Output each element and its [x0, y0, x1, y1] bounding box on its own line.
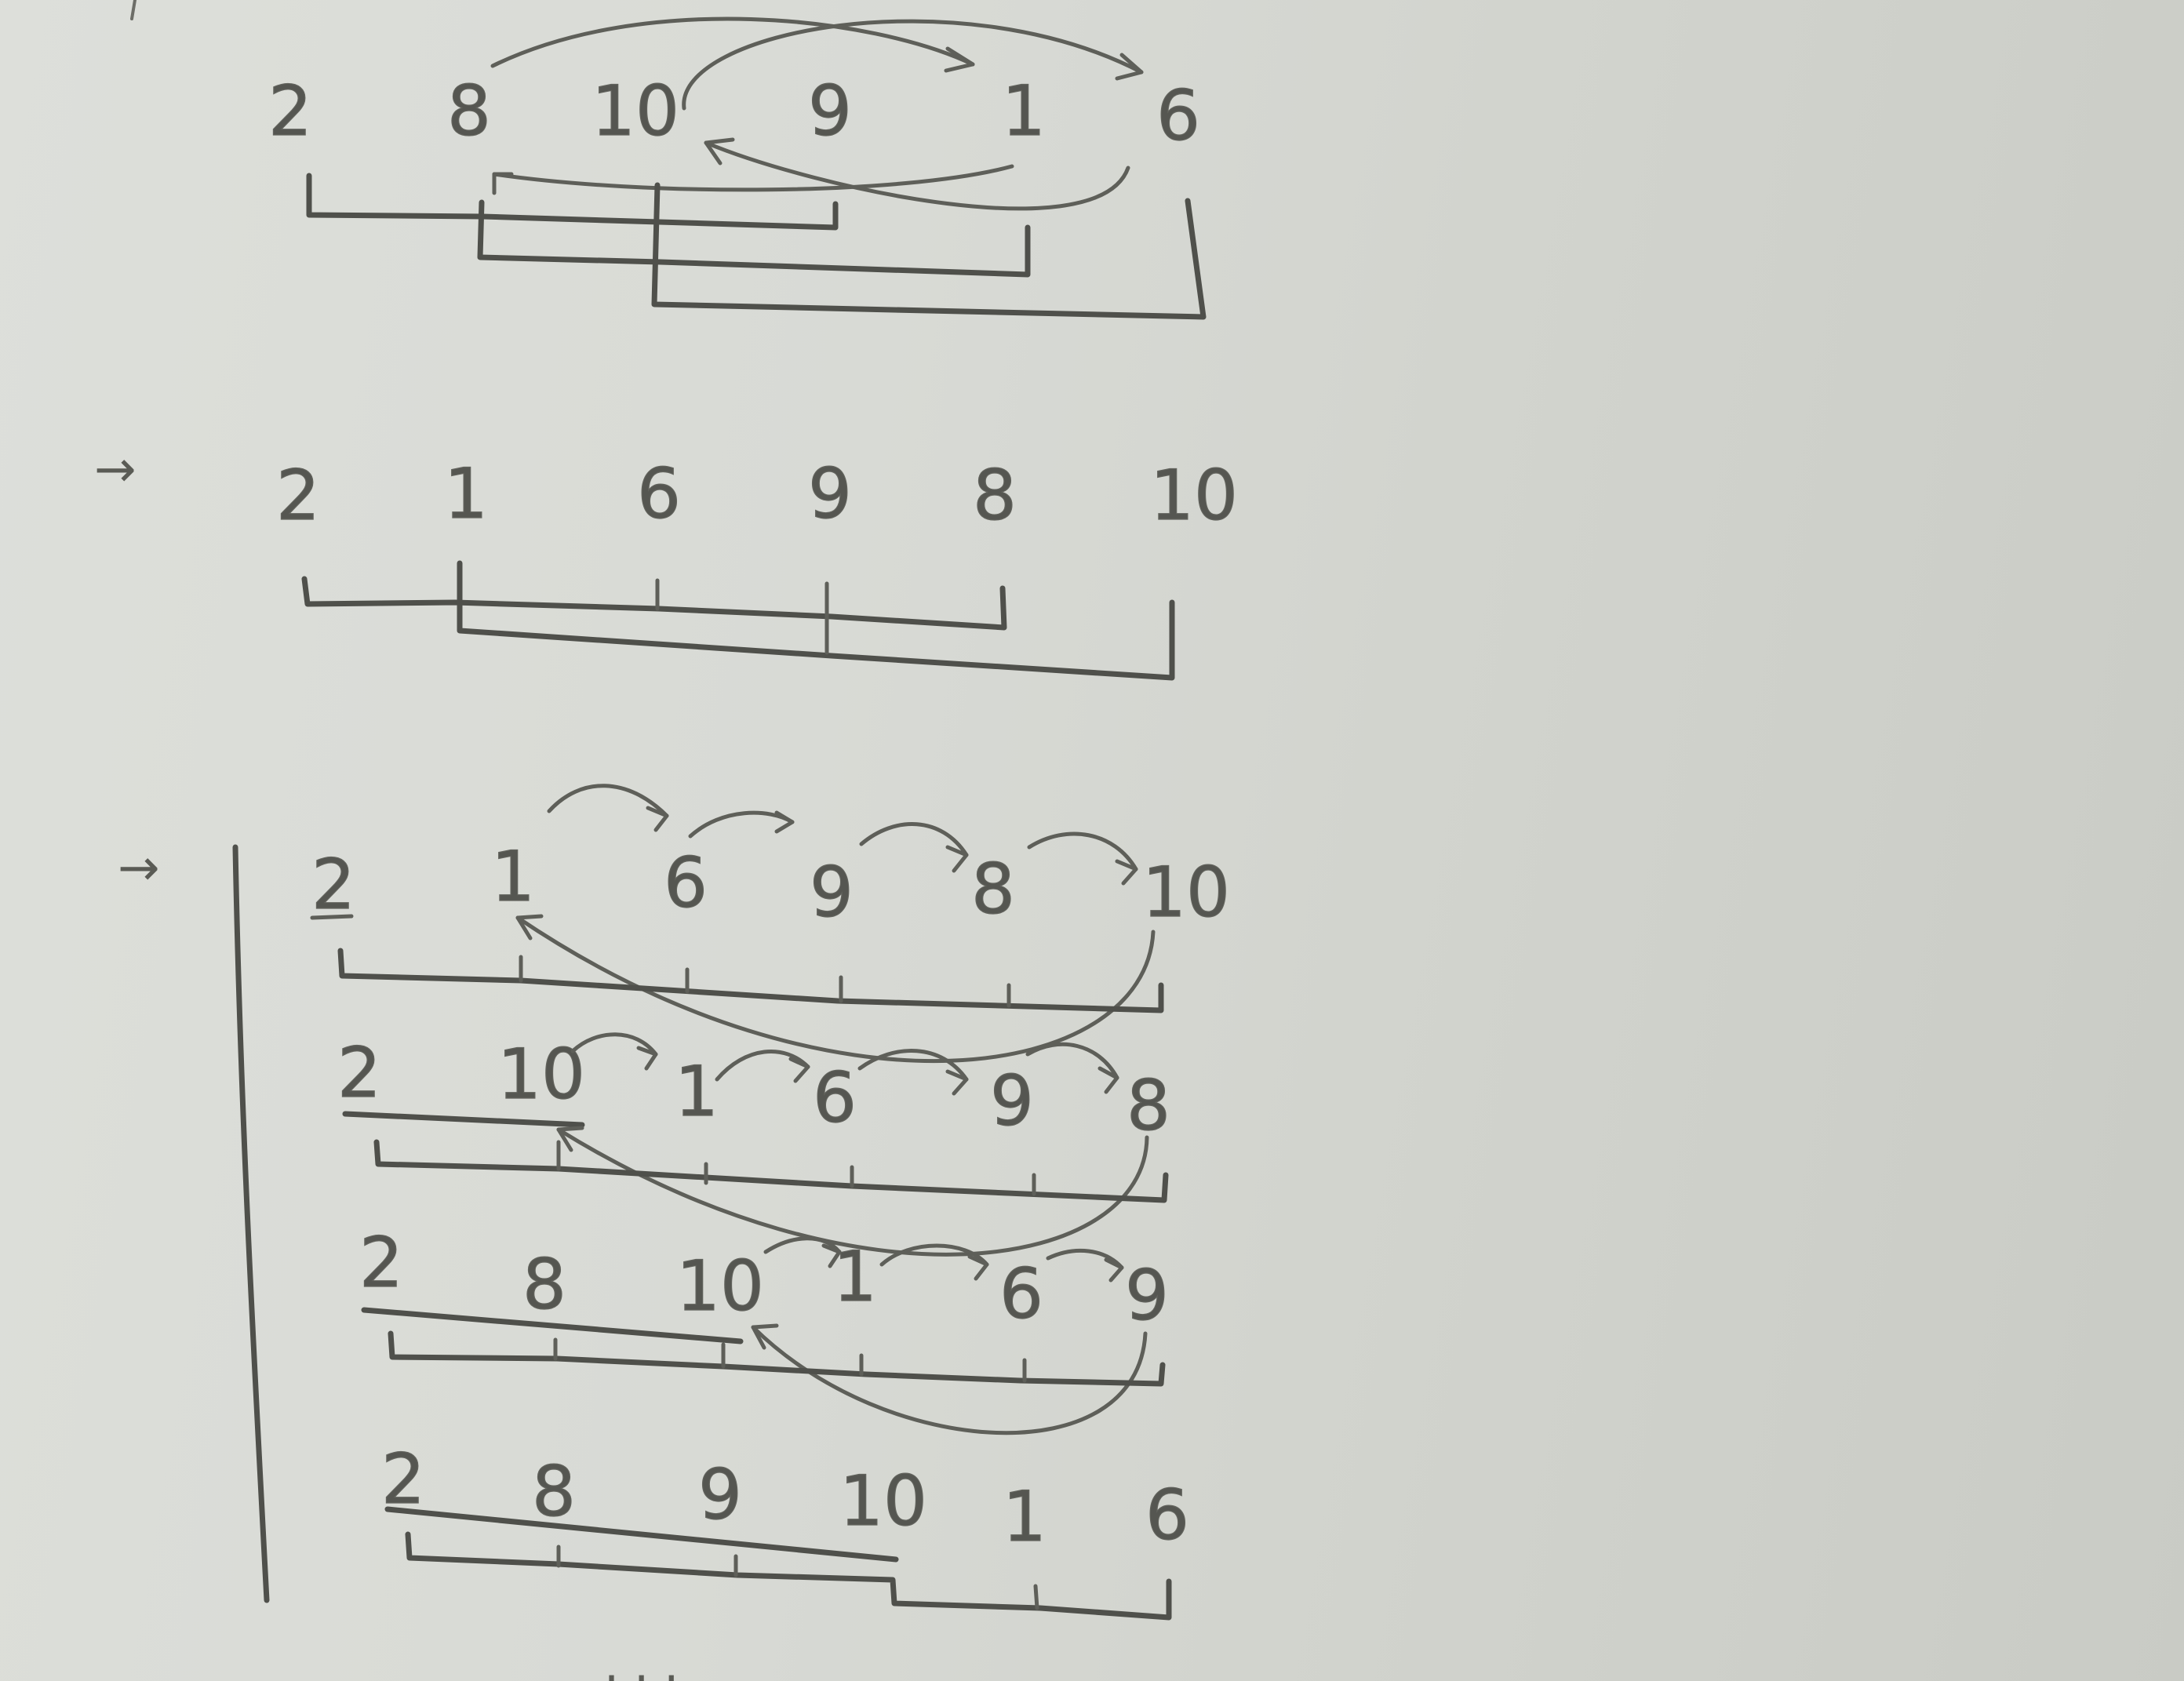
- index-bracket: [373, 1139, 1169, 1203]
- group-rule: [232, 844, 270, 1603]
- arrowhead: [751, 1323, 779, 1350]
- arrowhead: [492, 172, 514, 195]
- index-bracket: [457, 560, 1175, 681]
- step-6: 2 8 9 10 1 6 . . .: [380, 1438, 1189, 1681]
- sorted-underline: [361, 1307, 744, 1344]
- step-3-value: 8: [971, 849, 1015, 930]
- step-5-value: 10: [676, 1246, 764, 1326]
- step-2-marker: →: [94, 441, 136, 499]
- step-3-marker: →: [118, 839, 160, 897]
- shift-arrow: [1027, 831, 1138, 871]
- shift-arrow: [547, 784, 669, 818]
- step-1-value: 1: [1002, 71, 1046, 151]
- step-3-value: 1: [491, 836, 535, 917]
- step-6-value: 1: [1003, 1476, 1046, 1557]
- shift-arrow: [857, 1049, 969, 1082]
- index-bracket: [651, 182, 1207, 320]
- arrowhead: [1115, 859, 1138, 886]
- step-5-value: 9: [1125, 1255, 1169, 1336]
- step-5-value: 2: [359, 1222, 403, 1303]
- step-2: → 2 1 6 9 8 10: [94, 441, 1239, 681]
- index-tick: [1033, 1584, 1039, 1610]
- swap-arc: [492, 164, 1014, 192]
- arrowhead: [646, 806, 669, 832]
- arrowhead: [1104, 1257, 1124, 1283]
- step-2-value: 6: [637, 453, 681, 534]
- step-5-value: 1: [833, 1236, 877, 1317]
- arrowhead: [515, 914, 544, 941]
- step-4-value: 10: [497, 1034, 585, 1115]
- arrowhead: [944, 46, 975, 73]
- step-3-value: 9: [810, 852, 854, 933]
- shift-arrow: [879, 1243, 989, 1267]
- step-2-value: 9: [808, 453, 852, 534]
- arrowhead: [1097, 1066, 1119, 1094]
- index-bracket: [388, 1330, 1166, 1387]
- step-2-value: 1: [444, 453, 488, 534]
- step-5-value: 6: [999, 1253, 1043, 1334]
- step-1-value: 10: [592, 71, 679, 151]
- arrowhead: [945, 1069, 969, 1096]
- index-bracket: [337, 948, 1164, 1013]
- swap-arc: [490, 16, 975, 68]
- insert-arc: [515, 915, 1156, 1064]
- step-3-value: 10: [1142, 852, 1230, 933]
- index-bracket: [301, 576, 1007, 631]
- step-1-value: 2: [268, 71, 312, 151]
- step-2-value: 8: [973, 455, 1017, 536]
- step-1: 2 8 10 9 1 6: [268, 16, 1207, 320]
- step-1-value: 9: [808, 71, 852, 151]
- arrowhead: [788, 1057, 810, 1083]
- step-3-value: 2: [311, 844, 355, 925]
- step-4-value: 2: [337, 1032, 381, 1113]
- shift-arrow: [1025, 1042, 1119, 1080]
- sorted-underline: [384, 1506, 899, 1563]
- insert-arc: [556, 1127, 1149, 1257]
- arrowhead: [821, 1243, 842, 1268]
- step-2-value: 10: [1150, 455, 1238, 536]
- arrowhead: [556, 1126, 584, 1152]
- underline-mark: [310, 914, 354, 920]
- continuation-dots: . . .: [604, 1638, 679, 1681]
- margin-scratch: [130, 0, 136, 20]
- step-1-value: 8: [447, 71, 491, 151]
- step-6-value: 8: [532, 1451, 576, 1532]
- step-5: 2 8 10 1 6 9: [359, 1221, 1170, 1435]
- step-5-value: 8: [522, 1244, 566, 1325]
- arrowhead: [945, 845, 969, 873]
- arrowhead: [1115, 53, 1144, 81]
- sorted-underline: [342, 1111, 585, 1128]
- step-6-value: 6: [1145, 1475, 1189, 1555]
- arrowhead: [774, 810, 795, 834]
- shift-arrow: [570, 1032, 658, 1057]
- shift-arrow: [715, 1050, 810, 1082]
- step-6-value: 9: [698, 1454, 742, 1535]
- swap-arc: [704, 140, 1130, 211]
- step-2-value: 2: [276, 455, 320, 536]
- shift-arrow: [763, 1236, 842, 1254]
- step-3: → 2 1 6 9 8 10: [118, 784, 1231, 1064]
- step-6-value: 10: [839, 1461, 927, 1541]
- arrowhead: [967, 1254, 989, 1281]
- step-4-value: 9: [990, 1061, 1034, 1141]
- step-4: 2 10 1 6 9 8: [337, 1032, 1171, 1257]
- swap-arc: [682, 19, 1144, 111]
- step-4-value: 1: [675, 1051, 719, 1132]
- step-3-value: 6: [664, 842, 708, 923]
- arrowhead: [704, 137, 735, 166]
- index-bracket: [405, 1531, 1172, 1621]
- step-6-value: 2: [381, 1439, 425, 1519]
- shift-arrow: [1046, 1248, 1124, 1270]
- step-4-value: 6: [813, 1057, 857, 1138]
- shift-arrow: [859, 822, 969, 857]
- arrowhead: [636, 1046, 658, 1071]
- step-4-value: 8: [1127, 1065, 1170, 1146]
- index-bracket: [477, 199, 1031, 278]
- step-1-value: 6: [1156, 75, 1200, 156]
